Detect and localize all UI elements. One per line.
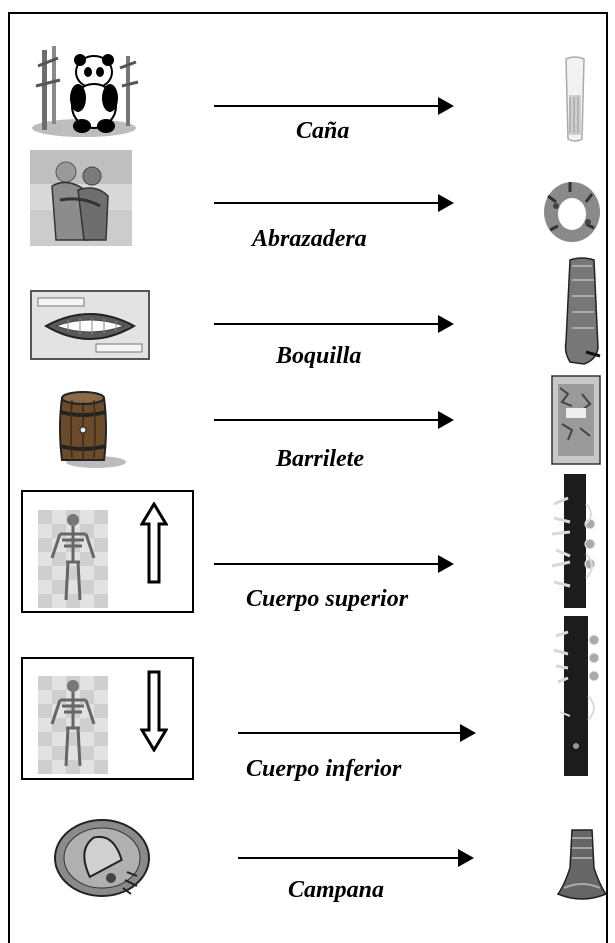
ligature-icon (540, 176, 604, 248)
arrow (238, 857, 472, 859)
panda-bamboo-icon (28, 46, 140, 138)
skeleton-up-icon (38, 510, 108, 608)
hugging-couple-icon (30, 150, 132, 246)
arrow (214, 202, 452, 204)
part-label: Barrilete (276, 446, 364, 473)
arrow (214, 323, 452, 325)
part-label: Cuerpo superior (246, 586, 408, 613)
upper-joint-icon (546, 474, 604, 608)
barrel-joint-icon (548, 374, 604, 466)
arrow-down-icon (140, 670, 168, 752)
part-label: Caña (296, 118, 349, 145)
arrow (214, 419, 452, 421)
bell-icon (53, 818, 151, 898)
arrow-up-icon (140, 502, 168, 584)
clarinet-bell-icon (556, 828, 608, 902)
part-label: Abrazadera (252, 226, 367, 253)
mouthpiece-icon (560, 256, 604, 366)
arrow (214, 105, 452, 107)
barrel-icon (52, 390, 128, 470)
part-label: Boquilla (276, 343, 361, 370)
part-label: Campana (288, 877, 384, 904)
arrow (238, 732, 474, 734)
mouth-icon (30, 290, 150, 360)
reed-icon (560, 55, 590, 143)
skeleton-down-icon (38, 676, 108, 774)
arrow (214, 563, 452, 565)
part-label: Cuerpo inferior (246, 756, 401, 783)
lower-joint-icon (552, 616, 604, 776)
